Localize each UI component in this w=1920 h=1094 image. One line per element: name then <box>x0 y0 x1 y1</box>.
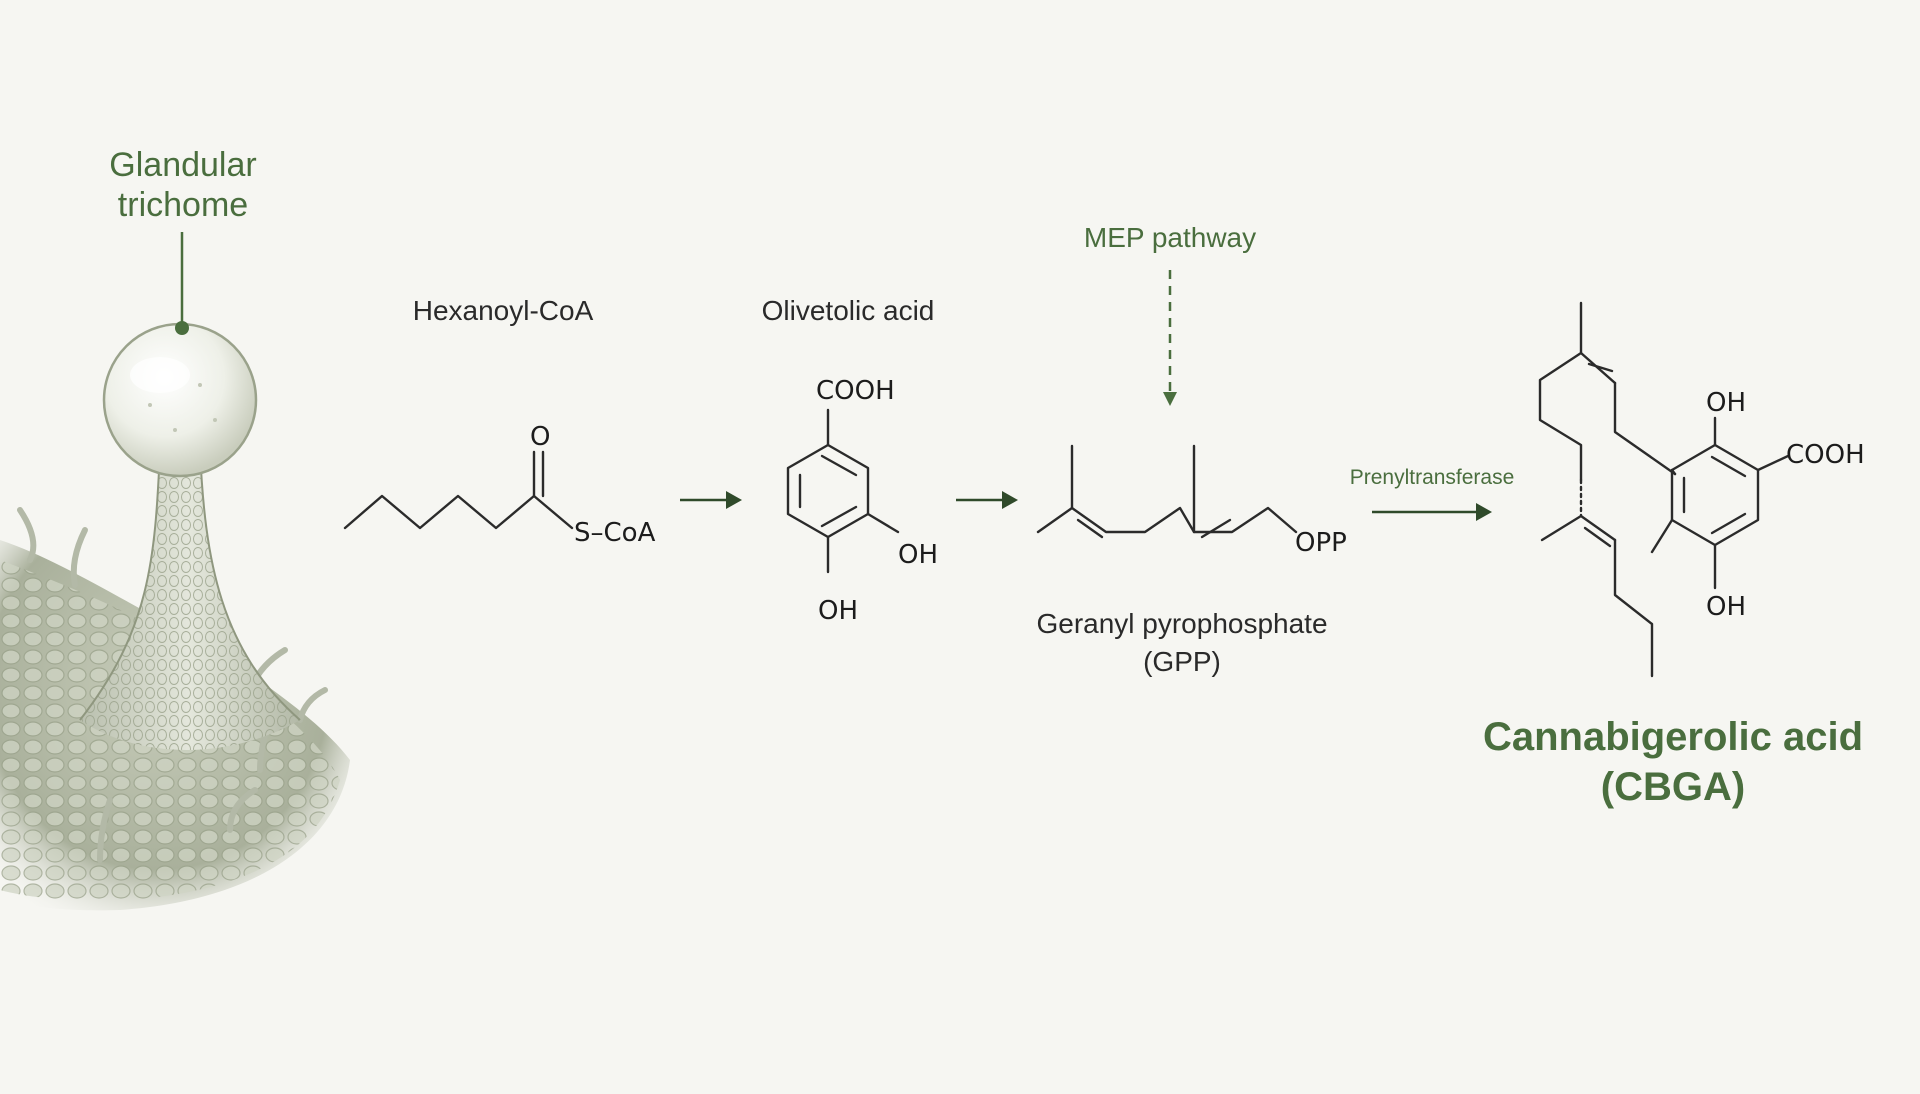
enzyme-label: Prenyltransferase <box>1349 466 1515 489</box>
mep-pathway-label: MEP pathway <box>1083 222 1257 253</box>
olivetolic-atom-cooh: COOH <box>816 376 895 406</box>
trichome-label-line2: trichome <box>117 186 249 224</box>
cbga-name-line2: (CBGA) <box>1600 765 1746 809</box>
cbga-name: Cannabigerolic acid (CBGA) <box>1483 712 1863 812</box>
olivetolic-acid-name: Olivetolic acid <box>761 295 935 326</box>
trichome-illustration <box>0 232 350 911</box>
hexanoyl-coa-name: Hexanoyl-CoA <box>412 295 594 326</box>
gpp-atom-opp: OPP <box>1295 528 1347 558</box>
trichome-label-line1: Glandular <box>109 146 257 184</box>
cbga-atom-cooh: COOH <box>1786 440 1865 470</box>
olivetolic-atom-oh-right: OH <box>898 540 939 570</box>
gpp-name-line1: Geranyl pyrophosphate <box>1036 608 1328 639</box>
gpp-name-line2: (GPP) <box>1143 646 1221 677</box>
cbga-name-line1: Cannabigerolic acid <box>1482 715 1864 759</box>
hexanoyl-atom-o: O <box>530 422 551 452</box>
trichome-label: Glandular trichome <box>109 145 256 225</box>
gpp-name: Geranyl pyrophosphate (GPP) <box>1036 605 1327 681</box>
cbga-atom-oh-bottom: OH <box>1706 592 1747 622</box>
olivetolic-atom-oh-bottom: OH <box>818 596 859 626</box>
hexanoyl-atom-scoa: S–CoA <box>574 518 656 548</box>
cbga-atom-oh-top: OH <box>1706 388 1747 418</box>
